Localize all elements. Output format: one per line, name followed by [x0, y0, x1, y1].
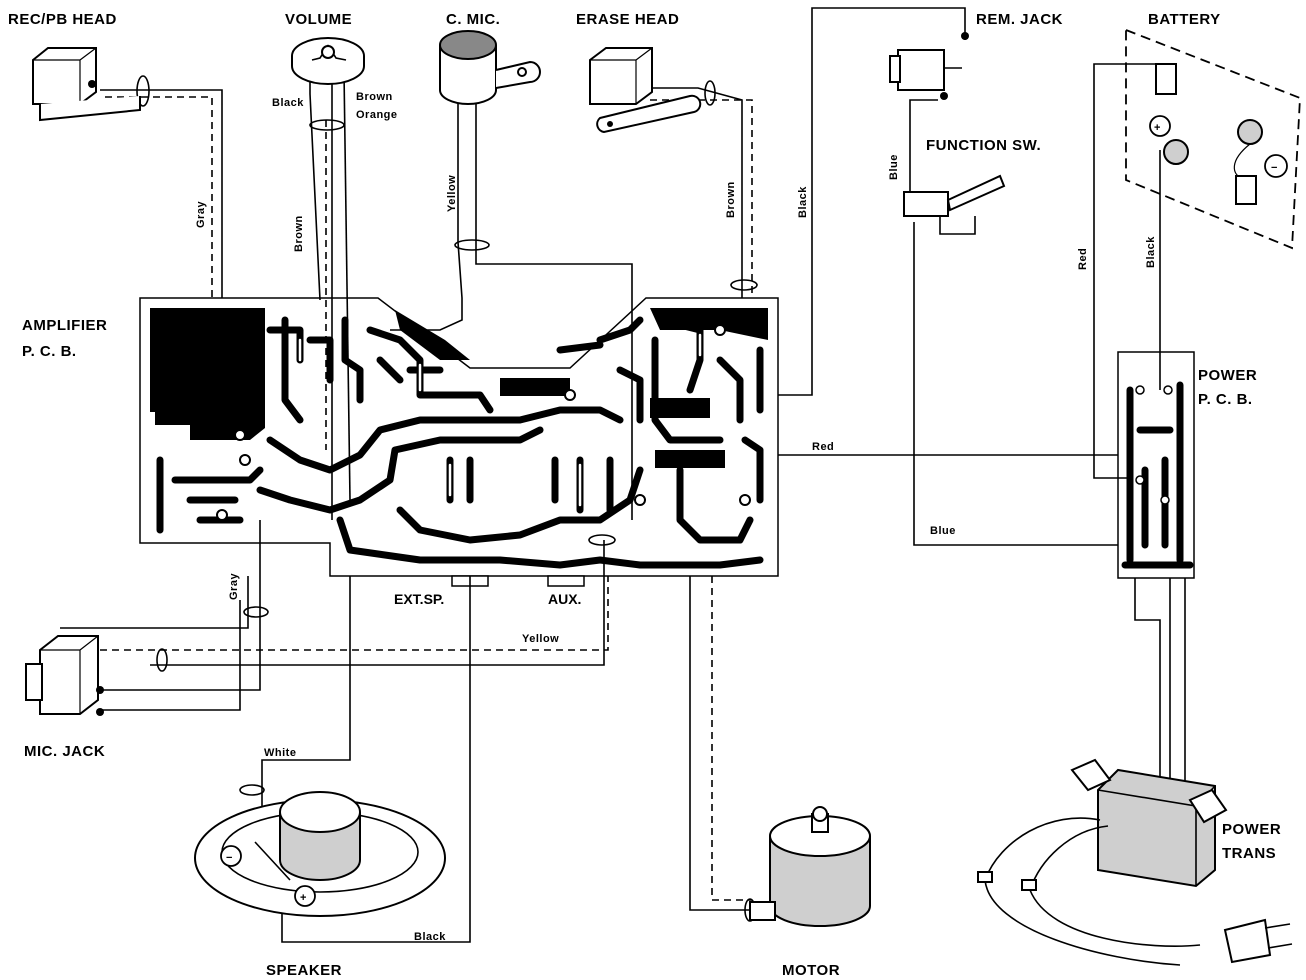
label-c-mic: C. MIC. [446, 11, 500, 28]
wire-label-blue-pcb: Blue [930, 525, 956, 537]
wire-labels: Black Brown Orange Gray Brown Yellow Bro… [195, 91, 1157, 943]
wire-label-blue-func: Blue [888, 154, 900, 180]
rec-pb-head [32, 47, 141, 122]
battery-compartment: + − [1125, 28, 1301, 250]
power-pcb [1117, 351, 1195, 579]
label-power-trans-2: TRANS [1222, 845, 1276, 862]
label-ext-sp: EXT.SP. [394, 591, 444, 607]
component-labels: REC/PB HEAD VOLUME C. MIC. ERASE HEAD RE… [8, 11, 1281, 979]
wire-label-black-mid: Black [797, 186, 809, 218]
volume-potentiometer [291, 37, 365, 85]
label-mic-jack: MIC. JACK [24, 743, 105, 760]
label-power-pcb-2: P. C. B. [1198, 391, 1253, 408]
wire-label-black-battery: Black [1145, 236, 1157, 268]
label-speaker: SPEAKER [266, 962, 342, 979]
wire-label-brown-left: Brown [293, 215, 305, 252]
label-power-trans-1: POWER [1222, 821, 1281, 838]
wire-label-orange-volume: Orange [356, 109, 398, 121]
label-rec-pb-head: REC/PB HEAD [8, 11, 117, 28]
wire-label-gray-head: Gray [195, 201, 207, 228]
wire-label-red-battery: Red [1077, 248, 1089, 270]
label-erase-head: ERASE HEAD [576, 11, 679, 28]
label-aux: AUX. [548, 591, 581, 607]
wire-label-yellow-bottom: Yellow [522, 633, 559, 645]
label-amplifier-pcb-1: AMPLIFIER [22, 317, 107, 334]
condenser-mic [439, 30, 541, 105]
wire-label-black-volume: Black [272, 97, 304, 109]
wire-label-white-speaker: White [264, 747, 296, 759]
wire-label-gray-micjack: Gray [228, 573, 240, 600]
wires [60, 7, 1186, 943]
label-amplifier-pcb-2: P. C. B. [22, 343, 77, 360]
wire-label-red-pcb: Red [812, 441, 834, 453]
label-volume: VOLUME [285, 11, 352, 28]
erase-head [589, 47, 702, 134]
battery-plus-symbol: + [1154, 122, 1161, 134]
wire-label-black-speaker: Black [414, 931, 446, 943]
label-battery: BATTERY [1148, 11, 1221, 28]
function-switch [903, 174, 1006, 235]
wire-label-brown-volume: Brown [356, 91, 393, 103]
motor [749, 806, 871, 927]
amplifier-pcb [139, 297, 779, 587]
label-function-sw: FUNCTION SW. [926, 137, 1041, 154]
label-power-pcb-1: POWER [1198, 367, 1257, 384]
power-transformer [977, 758, 1293, 966]
wire-label-yellow-mic: Yellow [446, 175, 458, 212]
speaker-plus-symbol: + [300, 892, 307, 904]
mic-jack [25, 635, 104, 716]
label-rem-jack: REM. JACK [976, 11, 1063, 28]
speaker-minus-symbol: − [226, 852, 233, 864]
wire-label-brown-erase: Brown [725, 181, 737, 218]
speaker: − + [194, 791, 446, 917]
battery-minus-symbol: − [1271, 162, 1278, 174]
rem-jack [889, 32, 969, 100]
label-motor: MOTOR [782, 962, 840, 979]
